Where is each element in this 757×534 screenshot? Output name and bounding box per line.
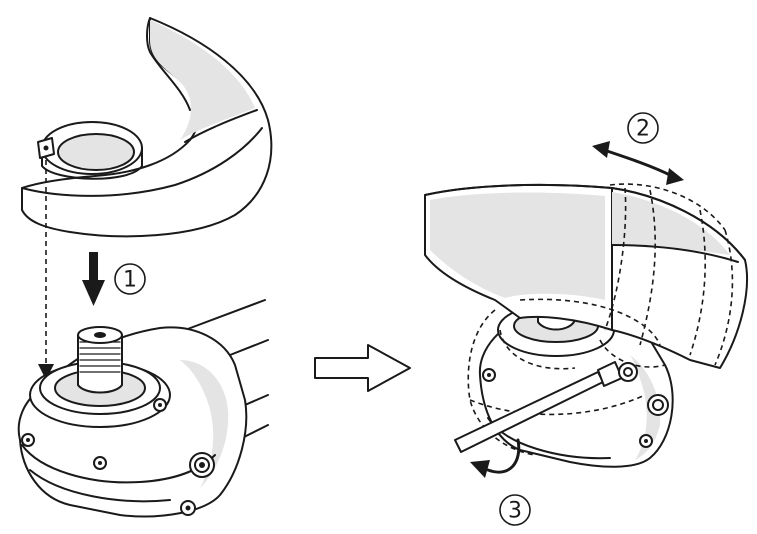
step-1-marker: 1 [114,263,146,295]
grinder-head-left [17,299,269,518]
rotated-guard-outline [467,183,734,456]
wheel-guard-lifted [21,17,273,238]
wheel-guard-installed [424,183,748,369]
step-3-marker: 3 [499,494,531,526]
step-2-number: 2 [636,117,650,142]
right-panel: 2 [424,112,748,526]
step-2-marker: 2 [627,112,659,144]
step-3-number: 3 [508,499,522,524]
left-panel: 1 [17,17,273,518]
hollow-right-arrow-icon [314,344,411,392]
screwdriver [454,361,638,453]
step-1-number: 1 [123,268,137,293]
down-arrow-icon [82,252,105,306]
double-arrow-icon [592,141,684,185]
curved-arrow-icon [470,438,521,478]
